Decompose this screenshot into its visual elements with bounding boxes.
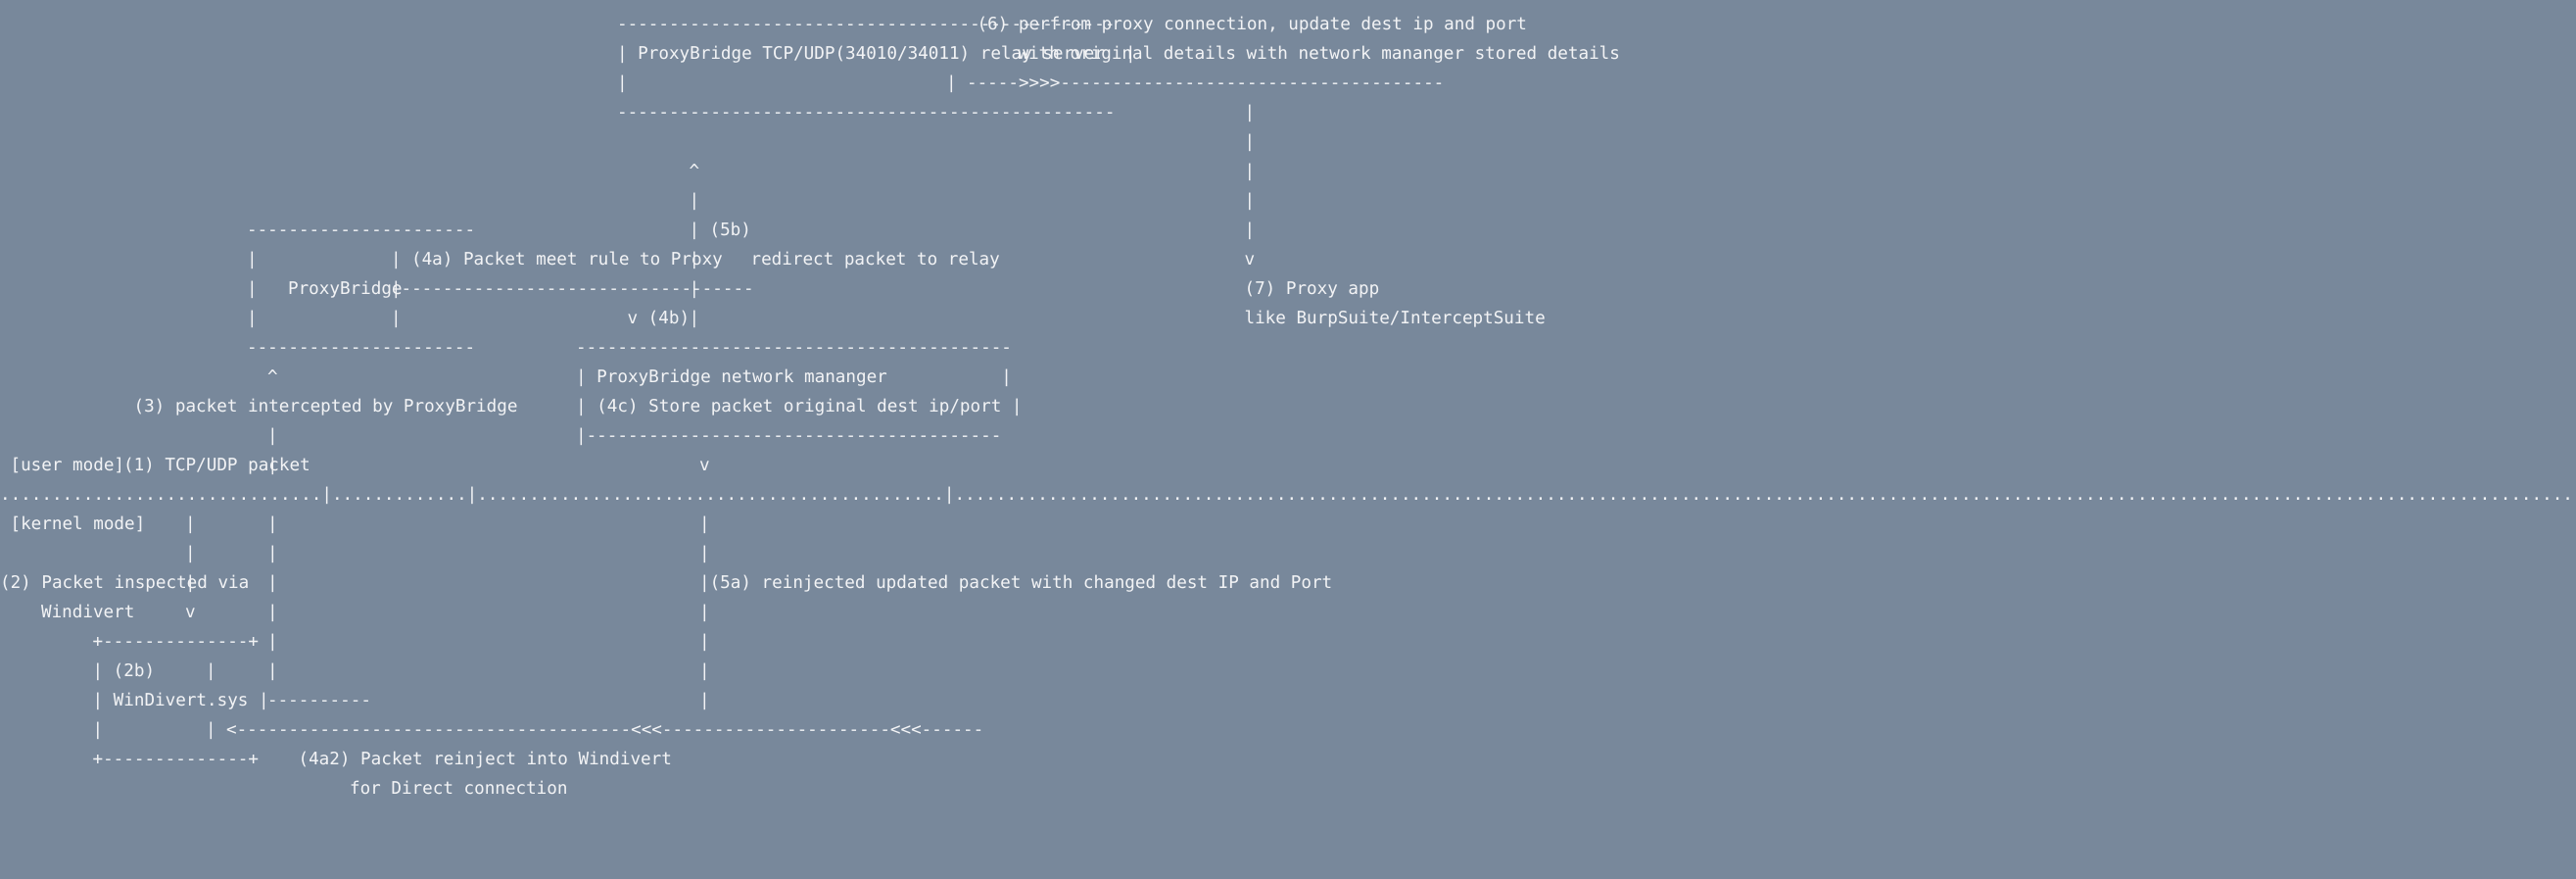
ascii-row-8-seg-0: | (247, 250, 258, 269)
ascii-row-6-seg-0: | (689, 191, 700, 211)
ascii-row-20-seg-0: Windivert (41, 603, 135, 622)
ascii-row-7-seg-1: | (689, 220, 700, 240)
ascii-row-11-seg-0: ---------------------- (247, 338, 476, 358)
ascii-row-9-seg-1: ProxyBridge (288, 279, 403, 299)
ascii-row-8-seg-1: | (391, 250, 402, 269)
ascii-row-20-seg-1: v (185, 603, 196, 622)
ascii-row-25-seg-0: +--------------+ (92, 750, 259, 769)
ascii-row-9-seg-5: (7) Proxy app (1244, 279, 1380, 299)
ascii-row-13-seg-0: (3) packet intercepted by ProxyBridge (133, 397, 518, 416)
ascii-row-1-seg-1: with original details with network manan… (1018, 44, 1620, 64)
ascii-row-25-seg-1: (4a2) Packet reinject into Windivert (298, 750, 672, 769)
ascii-row-21-seg-0: +--------------+ (92, 632, 259, 652)
ascii-row-22-seg-1: | (206, 661, 216, 681)
ascii-row-17-seg-3: | (699, 514, 710, 534)
ascii-row-10-seg-2: v (4b) (627, 309, 691, 328)
ascii-row-3-seg-1: | (1244, 103, 1256, 122)
ascii-row-24-seg-1: | (206, 720, 216, 740)
ascii-row-12-seg-0: ^ (267, 367, 278, 387)
ascii-row-10-seg-0: | (247, 309, 258, 328)
ascii-row-2-seg-2: ----->>>>-------------------------------… (967, 73, 1445, 93)
ascii-row-17-seg-0: [kernel mode] (10, 514, 146, 534)
ascii-row-7-seg-3: | (1244, 220, 1256, 240)
ascii-row-17-seg-2: | (267, 514, 278, 534)
ascii-row-15-seg-0: [user mode] (10, 456, 125, 475)
ascii-row-24-seg-0: | (92, 720, 104, 740)
ascii-row-19-seg-2: | (267, 573, 278, 593)
ascii-row-2-seg-1: | (946, 73, 957, 93)
ascii-row-13-seg-1: | (4c) Store packet original dest ip/por… (576, 397, 1023, 416)
ascii-row-7-seg-2: (5b) (709, 220, 751, 240)
ascii-row-10-seg-4: like BurpSuite/InterceptSuite (1244, 309, 1546, 328)
ascii-row-8-seg-3: | (689, 250, 700, 269)
ascii-row-5-seg-0: ^ (689, 162, 700, 181)
ascii-row-0-seg-0: ----------------------------------------… (617, 15, 1116, 34)
ascii-row-20-seg-3: | (699, 603, 710, 622)
ascii-row-18-seg-2: | (699, 544, 710, 563)
ascii-row-15-seg-2: | (267, 456, 278, 475)
ascii-row-3-seg-0: ----------------------------------------… (617, 103, 1116, 122)
ascii-row-18-seg-1: | (267, 544, 278, 563)
ascii-row-15-seg-3: v (699, 456, 710, 475)
ascii-row-23-seg-2: | (699, 691, 710, 710)
ascii-row-23-seg-0: | WinDivert.sys | (92, 691, 269, 710)
ascii-row-0-seg-1: (6) perfrom proxy connection, update des… (977, 15, 1527, 34)
ascii-row-24-seg-2: <--------------------------------------<… (226, 720, 984, 740)
ascii-row-21-seg-2: | (699, 632, 710, 652)
ascii-row-22-seg-2: | (267, 661, 278, 681)
ascii-row-1-seg-0: | ProxyBridge TCP/UDP(34010/34011) relay… (617, 44, 1136, 64)
ascii-row-7-seg-0: ---------------------- (247, 220, 476, 240)
ascii-row-9-seg-3: ---------------------------------- (401, 279, 754, 299)
ascii-row-8-seg-2: (4a) Packet meet rule to Proxy (411, 250, 723, 269)
ascii-row-26-seg-0: for Direct connection (350, 779, 568, 799)
ascii-row-19-seg-0: (2) Packet inspected via (0, 573, 250, 593)
ascii-row-14-seg-1: |---------------------------------------… (576, 426, 1002, 446)
ascii-row-19-seg-3: |(5a) reinjected updated packet with cha… (699, 573, 1333, 593)
ascii-row-4-seg-0: | (1244, 132, 1256, 152)
ascii-row-21-seg-1: | (267, 632, 278, 652)
ascii-row-10-seg-3: | (689, 309, 700, 328)
ascii-row-22-seg-0: | (2b) (92, 661, 156, 681)
ascii-row-18-seg-0: | (185, 544, 196, 563)
ascii-row-8-seg-5: v (1244, 250, 1256, 269)
ascii-row-9-seg-2: | (391, 279, 402, 299)
ascii-row-2-seg-0: | (617, 73, 628, 93)
ascii-row-5-seg-1: | (1244, 162, 1256, 181)
ascii-row-6-seg-1: | (1244, 191, 1256, 211)
ascii-row-20-seg-2: | (267, 603, 278, 622)
ascii-row-10-seg-1: | (391, 309, 402, 328)
ascii-row-9-seg-4: | (689, 279, 700, 299)
ascii-row-15-seg-1: (1) TCP/UDP packet (123, 456, 310, 475)
ascii-row-19-seg-1: | (185, 573, 196, 593)
ascii-row-17-seg-1: | (185, 514, 196, 534)
ascii-row-22-seg-3: | (699, 661, 710, 681)
ascii-row-11-seg-1: ----------------------------------------… (576, 338, 1012, 358)
ascii-row-16-seg-0: ...............................|........… (0, 485, 2576, 505)
ascii-row-12-seg-1: | ProxyBridge network mananger | (576, 367, 1012, 387)
ascii-row-9-seg-0: | (247, 279, 258, 299)
ascii-row-14-seg-0: | (267, 426, 278, 446)
ascii-row-23-seg-1: ---------- (267, 691, 371, 710)
ascii-row-8-seg-4: redirect packet to relay (750, 250, 1000, 269)
